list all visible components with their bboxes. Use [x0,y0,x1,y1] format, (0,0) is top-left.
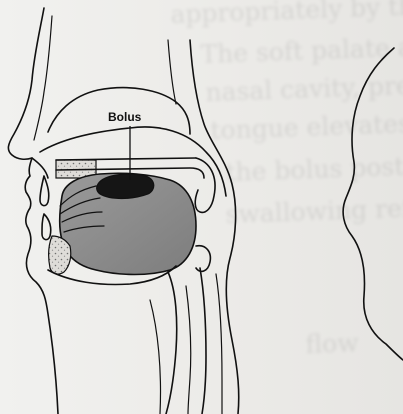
second-figure-outline [343,48,403,360]
larynx-posterior-wall [200,268,206,414]
posterior-pharyngeal-wall [190,40,239,414]
upper-lip [32,158,48,178]
pharynx-inner-wall [168,40,176,104]
palate-band-upper [56,158,196,160]
esophagus-line [216,274,222,414]
face-profile-outline [8,8,58,414]
neck-front-line [150,300,161,414]
soft-palate [195,158,215,212]
larynx-anterior-wall [166,272,177,414]
trachea-inner-line [186,286,191,414]
lower-incisor [42,214,51,240]
bolus-label: Bolus [108,110,142,124]
bolus [97,174,154,198]
cheek-contour [34,16,52,140]
epiglottis [196,246,210,272]
upper-incisor [40,176,49,206]
